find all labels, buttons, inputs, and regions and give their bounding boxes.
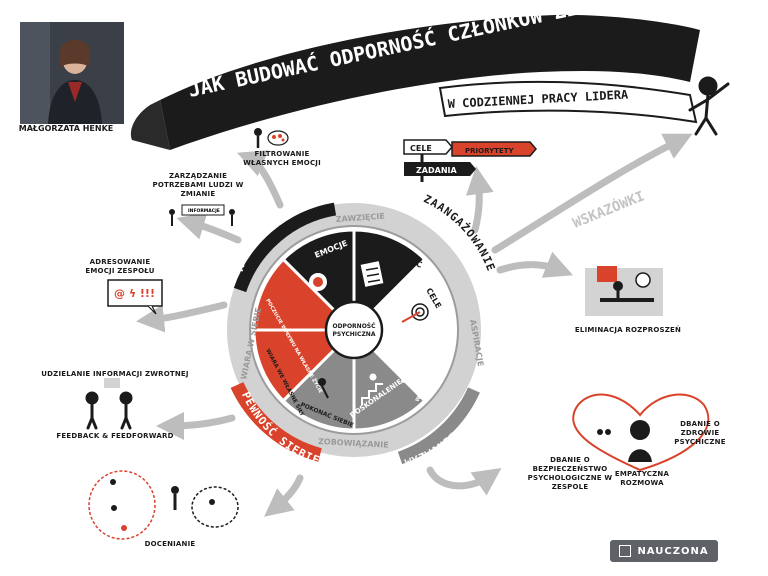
appreciation-scene [88,470,239,540]
stairs-icon [361,373,383,405]
label-filter-emotions: FILTROWANIE WŁASNYCH EMOCJI [243,150,321,167]
label-address-emotions: ADRESOWANIE EMOCJI ZESPOŁU [85,258,155,275]
title-banner [130,14,700,151]
filter-scene [254,128,289,148]
brand-logo: NAUCZONA [610,540,718,562]
office-scene [585,266,663,316]
label-give-feedback: UDZIELANIE INFORMACJI ZWROTNEJ [41,370,189,378]
ring-zawziecie: ZAWZIĘCIE [336,212,386,224]
segment-wiara-slice [252,257,358,332]
cheering-figure [688,76,730,136]
label-eliminate-distractions: ELIMINACJA ROZPROSZEŃ [574,326,682,334]
ring-zobowiazanie: ZOBOWIĄZANIE [318,437,389,450]
label-empathetic-talk: EMPATYCZNA ROZMOWA [614,470,670,487]
emotion-face-icon [309,273,327,291]
label-appreciation: DOCENIANIE [144,540,196,548]
sign-zadania: ZADANIA [416,166,457,175]
segment-emocje-slice [352,228,427,334]
target-icon [401,303,429,323]
sign-priorytety: PRIORYTETY [465,147,514,155]
direction-arrows [136,133,693,517]
segment-exit: EXIT [400,345,423,355]
segment-pokonac-siebie-slice [252,328,358,403]
signpost [403,139,537,182]
logo-text: NAUCZONA [637,545,709,557]
label-psychological-safety: DBANIE O BEZPIECZEŃSTWO PSYCHOLOGICZNE W… [527,456,613,491]
checklist-icon [358,259,386,289]
segment-wytrwalosc-slice [350,257,456,332]
author-name: MAŁGORZATA HENKE [18,124,114,133]
label-manage-needs: ZARZĄDZANIE POTRZEBAMI LUDZI W ZMIANIE [152,172,244,198]
manage-box-label: INFORMACJE [188,208,220,214]
manage-scene [169,204,235,226]
exit-door-icon [401,357,419,383]
logo-mark-icon [619,545,632,557]
climbing-figure-icon [318,378,329,399]
heart-scene [572,393,710,472]
feedback-figures [85,378,133,430]
author-portrait-icon [20,22,124,124]
author-photo [20,22,124,124]
label-feedback-feedforward: FEEDBACK & FEEDFORWARD [56,432,174,440]
address-box-symbols: @ ϟ !!! [114,287,155,300]
segment-exit-slice [352,326,427,432]
address-scene [107,279,163,315]
sign-cele: CELE [410,144,432,153]
label-mental-health: DBANIE O ZDROWIE PSYCHICZNE [674,420,726,446]
segment-cele-slice [350,328,456,403]
